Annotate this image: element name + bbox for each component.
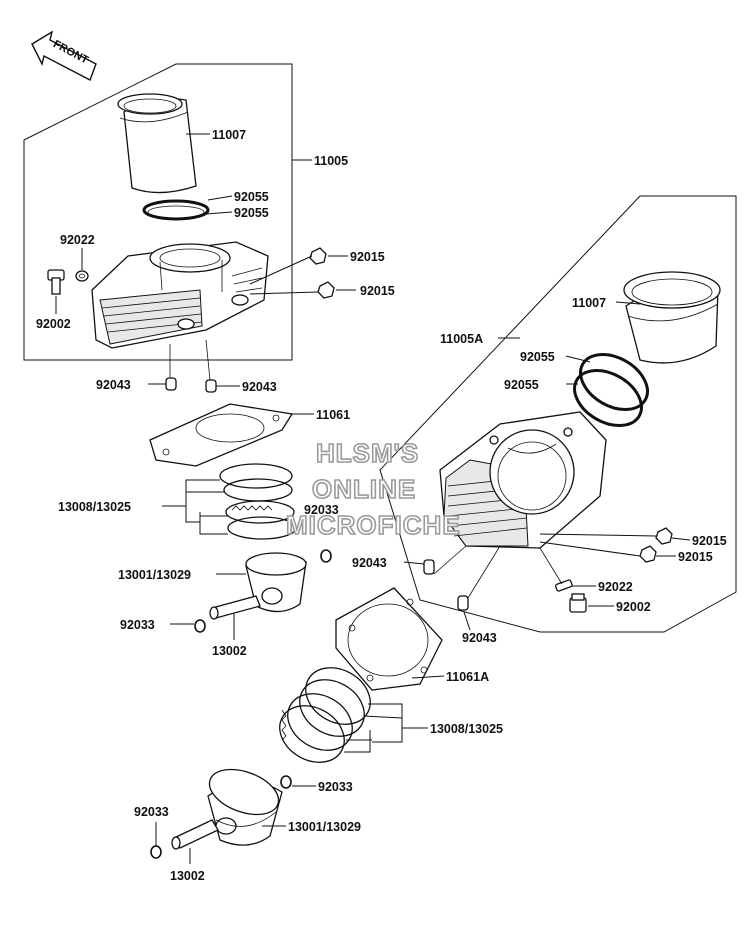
o-ring-right [573,353,649,427]
base-gasket-11061 [149,403,294,467]
circlip-92033-left [194,619,206,633]
piston-rings-top [219,463,297,540]
base-gasket-11061A [335,587,443,691]
piston-top [245,552,307,613]
dowel-92043-left [165,377,177,391]
assembly-frame-11005A [379,195,737,633]
callout-13008-bot: 13008/13025 [430,722,503,736]
callout-92033-mid: 92033 [304,503,339,517]
nut-92015-b [317,281,335,299]
callout-13008-top: 13008/13025 [58,500,131,514]
callout-92002-top: 92002 [36,317,71,331]
front-arrow-icon: FRONT [31,30,97,81]
callout-92055-d: 92055 [504,378,539,392]
dowel-92043-right [205,379,217,393]
callout-11061: 11061 [316,408,350,422]
callout-13002-bot: 13002 [170,869,205,883]
callout-13001-top: 13001/13029 [118,568,191,582]
o-ring-top [142,199,210,221]
assembly-frame-11005 [23,63,293,361]
callout-92015-b: 92015 [360,284,395,298]
callout-11007-right: 11007 [572,296,606,310]
callout-92015-c: 92015 [692,534,727,548]
callout-92022-right: 92022 [598,580,633,594]
washer-92022-top [75,270,89,282]
callout-13001-bot: 13001/13029 [288,820,361,834]
callout-11005: 11005 [314,154,348,168]
dowel-92043-n [457,595,469,611]
circlip-92033-mid [320,549,332,563]
circlip-92033-bl [150,845,162,859]
piston-pin-bottom [171,819,219,850]
piston-rings-bottom [279,667,371,763]
callout-11007-top: 11007 [212,128,246,142]
cylinder-block-right [439,411,607,549]
bolt-92002-right [569,593,587,613]
watermark-line-1: HLSM'S [316,438,419,468]
callout-92043-r: 92043 [242,380,277,394]
callout-92055-a: 92055 [234,190,269,204]
piston-bottom [207,768,283,846]
cylinder-sleeve-top [117,93,197,194]
cylinder-block-top [91,241,269,349]
nut-92015-c [655,527,673,545]
watermark: HLSM'S ONLINE MICROFICHE [285,437,461,541]
callout-92043-m: 92043 [352,556,387,570]
callout-92043-n: 92043 [462,631,497,645]
callout-13002-top: 13002 [212,644,247,658]
nut-92015-a [309,247,327,265]
washer-92022-right [555,579,573,592]
callout-92002-right: 92002 [616,600,651,614]
callout-11005A: 11005A [440,332,483,346]
callout-92033-left: 92033 [120,618,155,632]
callout-92033-bl: 92033 [134,805,169,819]
callout-11061A: 11061A [446,670,489,684]
callout-92055-b: 92055 [234,206,269,220]
callout-92015-d: 92015 [678,550,713,564]
callout-92022-top: 92022 [60,233,95,247]
watermark-line-2: ONLINE [312,474,416,504]
callout-92033-bot: 92033 [318,780,353,794]
circlip-92033-bot [280,775,292,789]
callout-92015-a: 92015 [350,250,385,264]
bolt-92002-top [47,269,65,295]
watermark-line-3: MICROFICHE [286,510,461,540]
callout-92043-l: 92043 [96,378,131,392]
callout-92055-c: 92055 [520,350,555,364]
cylinder-sleeve-right [623,271,721,364]
piston-pin-top [209,595,261,620]
nut-92015-d [639,545,657,563]
dowel-92043-m [423,559,435,575]
